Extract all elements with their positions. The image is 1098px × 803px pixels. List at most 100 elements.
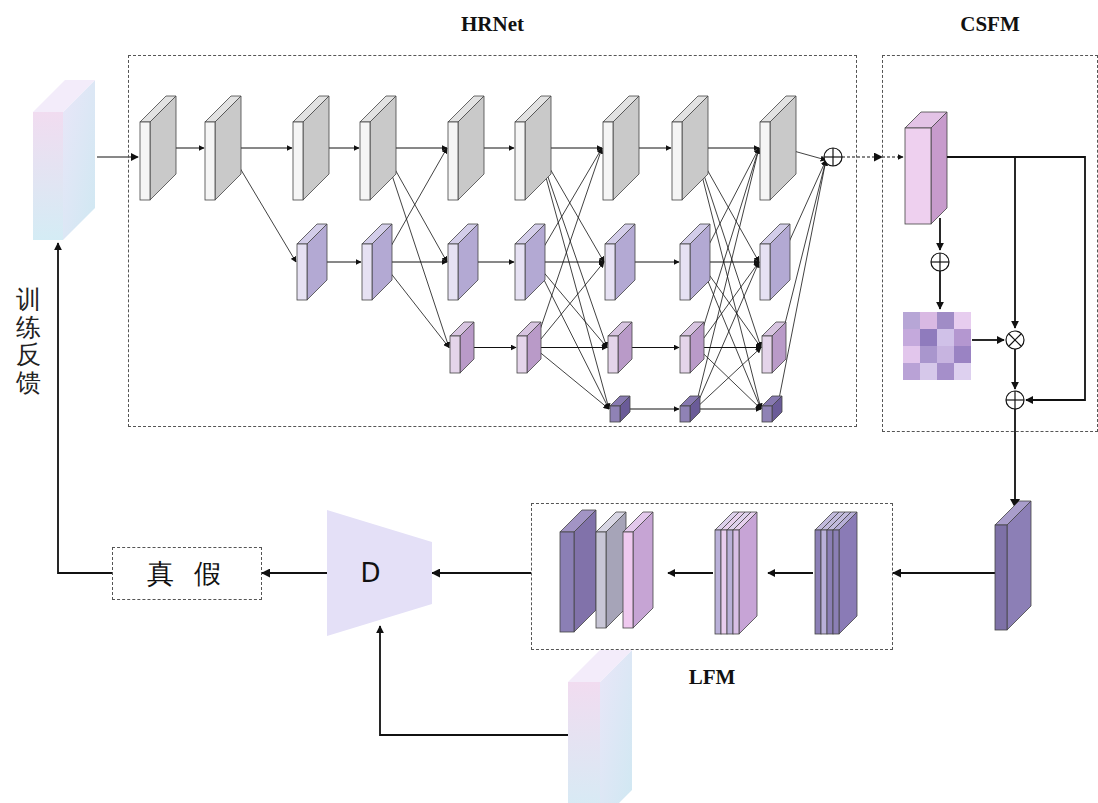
stream-arrow <box>625 409 679 410</box>
op-stroke <box>1009 334 1021 346</box>
feature-slab <box>680 322 704 373</box>
slab-front <box>610 406 620 422</box>
feature-slab <box>762 322 786 373</box>
slab-side <box>721 512 739 634</box>
fusion-line <box>695 348 761 410</box>
slab-top <box>448 96 484 122</box>
text-holder: 真 假 <box>113 548 261 599</box>
slab-front <box>680 244 690 300</box>
slab-top <box>596 512 626 532</box>
lfm-stack <box>833 512 857 634</box>
feature-slab <box>672 96 708 200</box>
input-line <box>882 157 903 158</box>
slab-top <box>680 396 700 406</box>
attention-cell <box>937 329 954 346</box>
op-circle <box>824 148 842 166</box>
wire-line <box>1014 157 1016 328</box>
slab-front <box>821 530 827 634</box>
slab-front <box>560 532 574 632</box>
feature-slab <box>450 322 474 373</box>
feature-slab <box>297 224 327 300</box>
attention-cell <box>937 363 954 380</box>
module-title: CSFM <box>883 12 1097 37</box>
attention-cell <box>954 329 971 346</box>
module-box: CSFM <box>882 55 1098 432</box>
slab-top <box>762 396 782 406</box>
real-image <box>568 650 632 803</box>
wire-line <box>972 339 1004 341</box>
slab-top <box>450 322 474 336</box>
slab-front <box>448 244 458 300</box>
slab-front <box>721 530 727 634</box>
lfm-output-slab <box>623 512 653 628</box>
slab-front <box>833 530 839 634</box>
attention-cell <box>937 346 954 363</box>
slab-top <box>560 510 596 532</box>
image-front <box>568 682 600 803</box>
op-circle <box>1006 391 1024 409</box>
slab-front <box>762 406 772 422</box>
slab-top <box>623 512 653 532</box>
slab-front <box>596 532 606 628</box>
slab-front <box>760 122 770 200</box>
slab-front <box>760 244 770 300</box>
slab-front <box>727 530 733 634</box>
lfm-output-slab <box>596 512 626 628</box>
attention-cell <box>920 346 937 363</box>
feature-slab <box>680 224 710 300</box>
feature-slab <box>515 224 545 300</box>
lfm-stack <box>733 512 757 634</box>
feature-slab <box>205 96 241 200</box>
attention-cell <box>903 329 920 346</box>
wire-line <box>1014 409 1016 432</box>
image-top <box>33 80 95 112</box>
feature-slab <box>760 224 790 300</box>
feature-slab <box>605 224 635 300</box>
attention-cell <box>920 363 937 380</box>
op-stroke <box>832 148 833 166</box>
slab-front <box>448 122 458 200</box>
stream-arrow <box>534 347 607 348</box>
feature-slab <box>448 96 484 200</box>
lfm-stack <box>815 512 839 634</box>
slab-front <box>995 525 1007 630</box>
input-image <box>33 80 95 240</box>
connector <box>432 572 531 574</box>
csfm-feature-map <box>905 112 947 224</box>
slab-top <box>362 224 392 244</box>
feature-slab <box>360 96 396 200</box>
fusion-line <box>383 148 449 348</box>
attention-cell <box>920 312 937 329</box>
slab-front <box>605 244 615 300</box>
slab-top <box>733 512 757 530</box>
attention-cell <box>920 329 937 346</box>
attention-cell <box>903 312 920 329</box>
feature-slab <box>680 396 700 422</box>
stream-arrow <box>697 347 761 348</box>
wire-line <box>939 218 941 250</box>
feature-slab <box>517 322 541 373</box>
slab-front <box>205 122 215 200</box>
attention-cell <box>954 346 971 363</box>
image-front <box>33 112 63 240</box>
feature-slab <box>140 96 176 200</box>
op-stroke <box>939 253 940 271</box>
feedback-label: 训练反馈 <box>16 286 41 396</box>
op-stroke <box>1014 391 1015 409</box>
feature-slab <box>603 96 639 200</box>
add-symbol <box>931 253 949 271</box>
slab-front <box>827 530 833 634</box>
slab-top <box>608 322 632 336</box>
wire-line <box>1014 349 1016 389</box>
text-holder: D <box>327 510 432 636</box>
attention-cell <box>903 363 920 380</box>
multiply-symbol <box>1006 331 1024 349</box>
slab-front <box>450 336 460 373</box>
trapezoid-fill <box>327 510 432 636</box>
add-symbol <box>824 148 842 166</box>
wire-line <box>947 157 1085 400</box>
wire-line <box>939 271 941 309</box>
output-line <box>842 157 857 158</box>
feature-slab <box>293 96 329 200</box>
